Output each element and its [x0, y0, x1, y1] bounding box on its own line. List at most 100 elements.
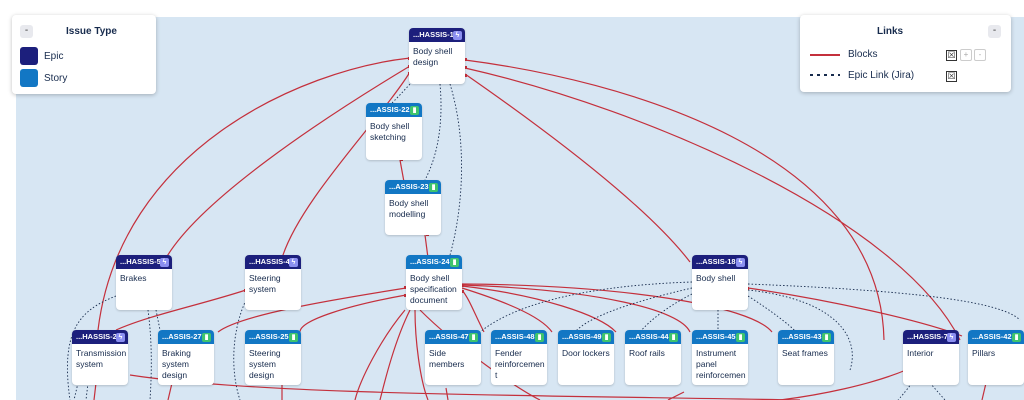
epic-icon: ϟ — [736, 257, 745, 267]
epic-link-edge — [233, 299, 247, 400]
blocks-edge — [461, 289, 485, 333]
issue-title: Roof rails — [629, 348, 665, 358]
bookmark-icon: ▮ — [669, 332, 678, 342]
epic-link-edge — [929, 382, 946, 400]
issue-title: Braking system design — [162, 348, 191, 380]
blocks-edge — [464, 67, 961, 341]
issue-card[interactable]: ...ASSIS-44▮ Roof rails — [625, 330, 681, 385]
story-legend-label: Story — [44, 73, 68, 84]
blocks-minus-button[interactable]: - — [974, 49, 986, 61]
epic-link-line-swatch — [810, 74, 840, 76]
epic-icon: ϟ — [289, 257, 298, 267]
blocks-edge — [461, 285, 617, 333]
bookmark-icon: ▮ — [469, 332, 478, 342]
issue-title: Steering system design — [249, 348, 281, 380]
issue-title: Pillars — [972, 348, 996, 358]
epic-link-edge — [747, 283, 1021, 321]
epic-icon: ϟ — [947, 332, 956, 342]
bookmark-icon: ▮ — [289, 332, 298, 342]
blocks-edge — [167, 382, 173, 400]
issue-title: Door lockers — [562, 348, 610, 358]
bookmark-icon: ▮ — [1012, 332, 1021, 342]
issue-key: ...HASSIS-7 — [907, 332, 948, 341]
blocks-edge — [299, 294, 407, 333]
issue-key: ...HASSIS-5 — [120, 257, 161, 266]
blocks-edge — [667, 391, 685, 400]
bookmark-icon: ▮ — [822, 332, 831, 342]
issue-card[interactable]: ...ASSIS-45▮ Instrument panel reinforcem… — [692, 330, 748, 385]
issue-type-panel: - Issue Type Epic Story — [12, 15, 156, 94]
epic-link-edge — [147, 309, 152, 400]
blocks-line-swatch — [810, 54, 840, 56]
epic-icon: ϟ — [453, 30, 462, 40]
edge-port — [404, 294, 407, 297]
bookmark-icon: ▮ — [450, 257, 459, 267]
blocks-edge — [461, 287, 553, 333]
epic-link-edge — [747, 289, 853, 371]
epic-link-edge — [155, 309, 161, 331]
blocks-edge — [461, 284, 691, 333]
issue-card[interactable]: ...ASSIS-48▮ Fender reinforcemen t — [491, 330, 547, 385]
blocks-edge — [747, 287, 963, 337]
issue-key: ...ASSIS-24 — [410, 257, 450, 266]
blocks-edge — [399, 159, 405, 183]
issue-card[interactable]: ...ASSIS-25▮ Steering system design — [245, 330, 301, 385]
epic-swatch — [20, 47, 38, 65]
epic-link-edge — [479, 281, 693, 333]
issue-key: ...ASSIS-25 — [249, 332, 289, 341]
links-collapse-button[interactable]: - — [988, 25, 1001, 38]
bookmark-icon: ▮ — [602, 332, 611, 342]
issue-title: Brakes — [120, 273, 147, 283]
epic-link-edge — [449, 83, 462, 256]
edge-port — [461, 284, 464, 287]
epic-link-edge — [897, 382, 913, 400]
epic-icon: ϟ — [160, 257, 169, 267]
epic-link-edge — [85, 382, 89, 400]
edge-port — [464, 58, 467, 61]
bookmark-icon: ▮ — [429, 182, 438, 192]
blocks-edge — [461, 283, 773, 333]
issue-type-title: Issue Type — [66, 26, 117, 37]
edge-port — [464, 66, 467, 69]
issue-title: Body shell sketching — [370, 121, 410, 142]
issue-card[interactable]: ...ASSIS-42▮ Pillars — [968, 330, 1024, 385]
epic-link-edge — [747, 295, 797, 333]
issue-title: Body shell specification document — [410, 273, 457, 305]
issue-key: ...HASSIS-2 — [76, 332, 117, 341]
blocks-edge — [464, 73, 691, 263]
issue-key: ...ASSIS-49 — [562, 332, 602, 341]
epic-link-checkbox[interactable]: ☒ — [946, 71, 957, 82]
issue-card[interactable]: ...ASSIS-43▮ Seat frames — [778, 330, 834, 385]
issue-card[interactable]: ...ASSIS-47▮ Side members — [425, 330, 481, 385]
epic-link-edge — [391, 83, 411, 104]
bookmark-icon: ▮ — [736, 332, 745, 342]
epic-link-edge — [424, 83, 442, 181]
issue-card[interactable]: ...ASSIS-23▮ Body shell modelling — [385, 180, 441, 235]
blocks-edge — [97, 57, 411, 331]
issue-card[interactable]: ...ASSIS-24▮ Body shell specification do… — [406, 255, 462, 310]
bookmark-icon: ▮ — [535, 332, 544, 342]
issue-title: Body shell — [696, 273, 736, 283]
issue-key: ...HASSIS-4 — [249, 257, 290, 266]
issue-card[interactable]: ...ASSIS-27▮ Braking system design — [158, 330, 214, 385]
blocks-edge — [445, 387, 449, 400]
blocks-checkbox[interactable]: ☒ — [946, 50, 957, 61]
blocks-edge — [424, 234, 429, 259]
issue-type-collapse-button[interactable]: - — [20, 25, 33, 38]
issue-key: ...HASSIS-1 — [413, 30, 454, 39]
epic-icon: ϟ — [116, 332, 125, 342]
issue-card[interactable]: ...ASSIS-22▮ Body shell sketching — [366, 103, 422, 160]
issue-key: ...ASSIS-22 — [370, 105, 410, 114]
issue-title: Steering system — [249, 273, 281, 294]
issue-key: ...ASSIS-27 — [162, 332, 202, 341]
blocks-edge — [115, 289, 247, 331]
issue-key: ...ASSIS-42 — [972, 332, 1012, 341]
issue-card[interactable]: ...ASSIS-49▮ Door lockers — [558, 330, 614, 385]
blocks-plus-button[interactable]: + — [960, 49, 972, 61]
